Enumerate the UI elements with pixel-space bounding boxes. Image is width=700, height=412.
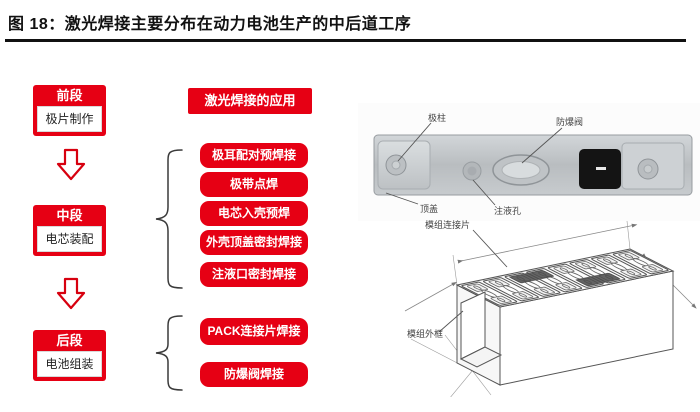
- title-underline: [5, 39, 686, 42]
- leader-outer-frame: [438, 310, 464, 333]
- stage-phase-label: 前段: [56, 88, 83, 103]
- app-item-injection-seal: 注液口密封焊接: [200, 262, 308, 287]
- leader-vent: [521, 127, 563, 164]
- label-vent: 防爆阀: [556, 116, 583, 127]
- brace-late-stage: [155, 315, 183, 391]
- leader-connector-plate: [472, 229, 508, 268]
- stage-box-front: 前段 极片制作: [33, 85, 106, 136]
- top-cover-photo: 极柱 防爆阀 顶盖 注液孔: [358, 103, 700, 221]
- leader-cover: [385, 192, 419, 205]
- label-outer-frame: 模组外框: [407, 328, 443, 339]
- label-pole: 极柱: [428, 112, 446, 123]
- app-item-case-cover-seal: 外壳顶盖密封焊接: [200, 230, 308, 255]
- stage-phase-label: 后段: [56, 333, 83, 348]
- down-arrow-icon: [56, 148, 86, 181]
- cell-row: [461, 250, 669, 305]
- module-end-foot: [459, 346, 503, 368]
- stage-box-rear: 后段 电池组装: [33, 330, 106, 381]
- label-injection-hole: 注液孔: [494, 205, 521, 216]
- stage-process-label: 电芯装配: [37, 226, 102, 252]
- applications-header: 激光焊接的应用: [188, 88, 312, 114]
- module-drawing: 模组连接片 模组外框: [404, 219, 697, 397]
- busbar-connector: [509, 269, 555, 284]
- stage-box-middle: 中段 电芯装配: [33, 205, 106, 256]
- brace-mid-stage: [155, 149, 183, 289]
- leader-pole: [397, 122, 432, 162]
- stage-process-label: 极片制作: [37, 106, 102, 132]
- label-cover: 顶盖: [420, 203, 438, 214]
- app-item-pack-connector: PACK连接片焊接: [200, 318, 308, 345]
- leader-injection-hole: [472, 179, 496, 206]
- dimension-line-left: [404, 281, 458, 312]
- figure-title: 图 18：激光焊接主要分布在动力电池生产的中后道工序: [8, 16, 412, 33]
- app-item-vent-welding: 防爆阀焊接: [200, 362, 308, 387]
- busbar-connector: [575, 272, 621, 287]
- label-connector-plate: 模组连接片: [425, 219, 470, 230]
- app-item-strip-spot-weld: 极带点焊: [200, 172, 308, 197]
- app-item-tab-prewelding: 极耳配对预焊接: [200, 143, 308, 168]
- dimension-line-top: [457, 223, 638, 264]
- grouping-braces: [155, 149, 183, 391]
- stage-phase-label: 中段: [56, 208, 83, 223]
- stage-process-label: 电池组装: [37, 351, 102, 377]
- down-arrow-icon: [56, 277, 86, 310]
- app-item-cell-into-case: 电芯入壳预焊: [200, 201, 308, 226]
